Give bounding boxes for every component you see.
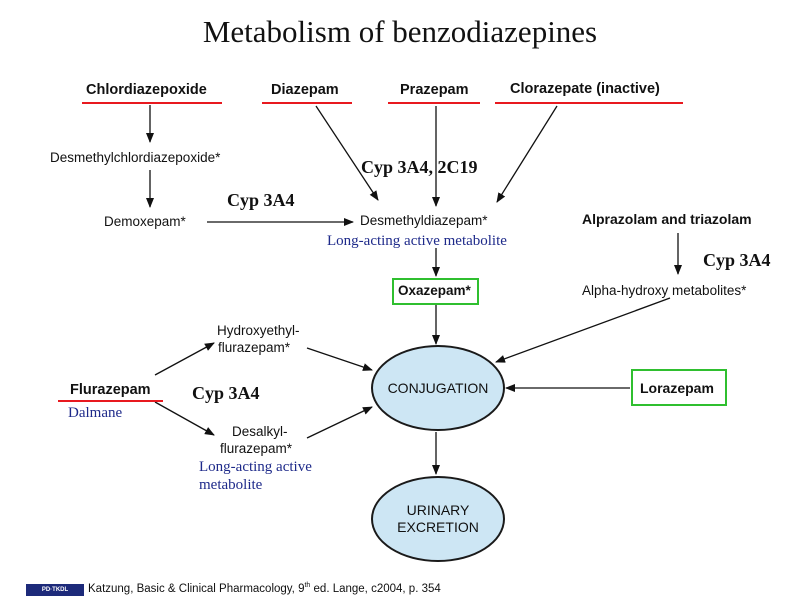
metabolite-alpha-hydroxy: Alpha-hydroxy metabolites*: [582, 283, 747, 298]
arrow-flurazepam-to-hydroxyethyl: [154, 342, 215, 376]
lorazepam-highlight-box: [631, 369, 727, 406]
conjugation-node: CONJUGATION: [371, 345, 505, 431]
oxazepam-highlight-box: [392, 278, 479, 305]
conjugation-label: CONJUGATION: [387, 379, 489, 396]
enzyme-cyp-3a4-2c19: Cyp 3A4, 2C19: [361, 157, 478, 177]
enzyme-cyp-3a4-alpha: Cyp 3A4: [703, 250, 771, 270]
note-dalmane: Dalmane: [68, 405, 123, 421]
urinary-label-line1: URINARY: [406, 502, 470, 518]
metabolite-desalkyl-line2: flurazepam*: [220, 441, 293, 456]
citation-superscript: th: [304, 582, 311, 589]
metabolite-desmethyldiazepam: Desmethyldiazepam*: [360, 213, 488, 228]
note-long-acting-desalkyl-line2: metabolite: [199, 477, 263, 493]
underline-diazepam: [262, 102, 352, 104]
drug-diazepam: Diazepam: [271, 82, 339, 98]
metabolite-demoxepam: Demoxepam*: [104, 214, 186, 229]
drug-chlordiazepoxide: Chlordiazepoxide: [86, 82, 207, 98]
metabolite-hydroxyethyl-line2: flurazepam*: [218, 340, 291, 355]
arrow-hydroxyethyl-to-conjugation: [306, 347, 373, 371]
metabolite-desmethylchlordiazepoxide: Desmethylchlordiazepoxide*: [50, 150, 221, 165]
enzyme-cyp-3a4-flurazepam: Cyp 3A4: [192, 383, 260, 403]
metabolite-oxazepam: Oxazepam*: [398, 283, 471, 298]
urinary-label-line2: EXCRETION: [397, 519, 479, 535]
arrow-clorazepate-to-desmethyldiazepam: [496, 105, 558, 203]
arrow-alpha-hydroxy-to-conjugation: [495, 297, 671, 363]
metabolite-desalkyl-line1: Desalkyl-: [232, 424, 288, 439]
drug-alprazolam-triazolam: Alprazolam and triazolam: [582, 211, 752, 227]
note-long-acting-desmethyldiazepam: Long-acting active metabolite: [327, 233, 507, 249]
arrow-diazepam-to-desmethyldiazepam: [315, 105, 379, 201]
drug-clorazepate: Clorazepate (inactive): [510, 81, 660, 97]
underline-flurazepam: [58, 400, 163, 402]
publisher-logo: PD·TKDL: [26, 584, 84, 596]
drug-flurazepam: Flurazepam: [70, 382, 151, 398]
citation: Katzung, Basic & Clinical Pharmacology, …: [88, 582, 441, 595]
enzyme-cyp-3a4-demoxepam: Cyp 3A4: [227, 190, 295, 210]
arrow-flurazepam-to-desalkyl: [154, 401, 215, 436]
citation-part1: Katzung, Basic & Clinical Pharmacology, …: [88, 582, 305, 595]
citation-part2: ed. Lange, c2004, p. 354: [310, 582, 441, 595]
diagram-title: Metabolism of benzodiazepines: [202, 14, 598, 49]
underline-chlordiazepoxide: [82, 102, 222, 104]
note-long-acting-desalkyl-line1: Long-acting active: [199, 459, 312, 475]
arrow-desalkyl-to-conjugation: [306, 406, 373, 439]
underline-clorazepate: [495, 102, 683, 104]
metabolite-hydroxyethyl-line1: Hydroxyethyl-: [217, 323, 300, 338]
urinary-excretion-node: URINARY EXCRETION: [371, 476, 505, 562]
drug-prazepam: Prazepam: [400, 82, 469, 98]
underline-prazepam: [388, 102, 480, 104]
drug-lorazepam: Lorazepam: [640, 380, 714, 396]
